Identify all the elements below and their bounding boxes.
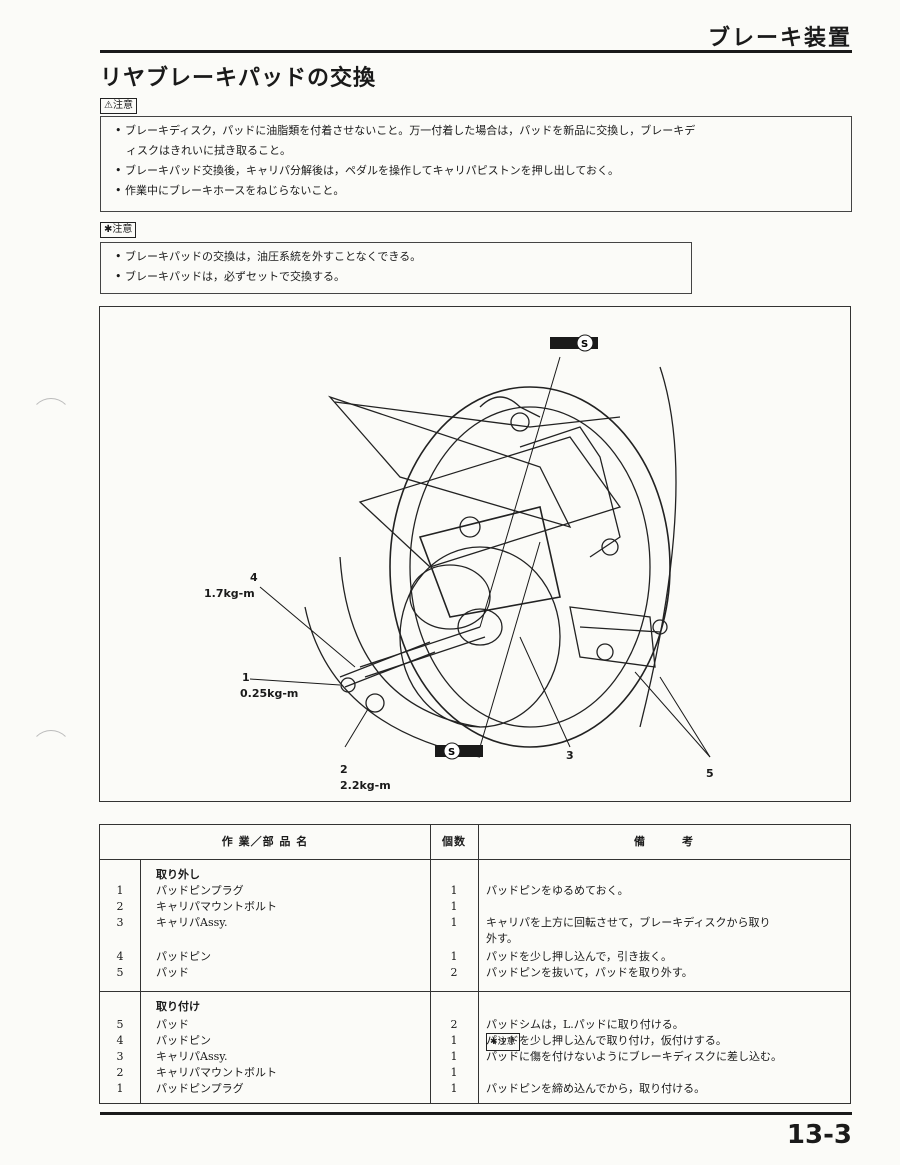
table-row: 4 パッドピン 1 パッドを少し押し込んで，引き抜く。 — [100, 949, 850, 965]
row-number: 5 — [116, 966, 124, 979]
row-remark: パッドに傷を付けないようにブレーキディスクに差し込む。 — [486, 1050, 783, 1063]
callout-number: 2 — [340, 763, 348, 776]
table-row: 3 キャリパAssy. 1 パッドに傷を付けないようにブレーキディスクに差し込む… — [100, 1049, 850, 1065]
row-number: 2 — [116, 1066, 124, 1079]
punch-hole-mark — [30, 730, 72, 772]
callout-torque: 0.25kg-m — [240, 687, 299, 700]
top-rule — [100, 50, 852, 53]
grease-symbol-label: S — [581, 339, 588, 350]
caution-box: • ブレーキディスク，パッドに油脂類を付着させないこと。万一付着した場合は，パッ… — [100, 116, 852, 212]
callout-number: 3 — [566, 749, 574, 762]
note-box: • ブレーキパッドの交換は，油圧系統を外すことなくできる。 • ブレーキパッドは… — [100, 242, 692, 294]
row-part-name: パッド — [156, 966, 189, 979]
callout-number: 4 — [250, 571, 258, 584]
row-quantity: 1 — [450, 1050, 458, 1063]
table-column-line — [140, 859, 141, 1103]
row-part-name: パッドピン — [156, 950, 211, 963]
row-quantity: 1 — [450, 900, 458, 913]
row-quantity: 1 — [450, 916, 458, 929]
caution-badge: ⚠注意 — [100, 98, 137, 114]
table-row: 5 パッド 2 パッドシムは，L.パッドに取り付ける。 — [100, 1017, 850, 1033]
row-number: 4 — [116, 1034, 124, 1047]
figure-frame: S S 4 1.7kg-m 1 0.25kg-m 2 2.2kg-m 3 5 — [99, 306, 851, 802]
row-part-name: パッドピンプラグ — [156, 884, 244, 897]
row-part-name: キャリパマウントボルト — [156, 900, 277, 913]
caution-line: ィスクはきれいに拭き取ること。 — [115, 144, 291, 157]
callout-number: 1 — [242, 671, 250, 684]
table-row: 取り外し — [100, 867, 850, 883]
table-column-line — [478, 825, 479, 1103]
row-quantity: 1 — [450, 1082, 458, 1095]
row-quantity: 1 — [450, 1034, 458, 1047]
row-part-name: パッドピンプラグ — [156, 1082, 244, 1095]
row-remark: パッドピンを締め込んでから，取り付ける。 — [486, 1082, 706, 1095]
bottom-rule — [100, 1112, 852, 1115]
table-row: 1 パッドピンプラグ 1 パッドピンを締め込んでから，取り付ける。 — [100, 1081, 850, 1097]
caution-line: • ブレーキディスク，パッドに油脂類を付着させないこと。万一付着した場合は，パッ… — [115, 124, 696, 137]
table-divider — [100, 859, 850, 860]
group-title: 取り外し — [156, 868, 200, 881]
note-badge: ✱注意 — [486, 1033, 520, 1051]
row-remark: キャリパを上方に回転させて，ブレーキディスクから取り — [486, 916, 771, 929]
header-remarks: 備 考 — [634, 835, 694, 848]
row-number: 1 — [116, 884, 124, 897]
grease-symbol-label: S — [448, 747, 455, 758]
table-row: 3 キャリパAssy. 1 キャリパを上方に回転させて，ブレーキディスクから取り — [100, 915, 850, 931]
row-remark: パッドを少し押し込んで，引き抜く。 — [486, 950, 673, 963]
table-divider — [100, 991, 850, 992]
table-row: 1 パッドピンプラグ 1 パッドピンをゆるめておく。 — [100, 883, 850, 899]
row-number: 3 — [116, 1050, 124, 1063]
row-remark-continued: 外す。 — [486, 932, 518, 945]
row-quantity: 2 — [450, 1018, 458, 1031]
caution-line: • ブレーキパッド交換後，キャリパ分解後は，ペダルを操作してキャリパピストンを押… — [115, 164, 619, 177]
row-number: 5 — [116, 1018, 124, 1031]
row-part-name: キャリパAssy. — [156, 916, 228, 929]
row-number: 1 — [116, 1082, 124, 1095]
callout-torque: 1.7kg-m — [204, 587, 255, 600]
table-row: 4 パッドピン 1 ✱注意パッドを少し押し込んで取り付け，仮付けする。 — [100, 1033, 850, 1051]
row-number: 3 — [116, 916, 124, 929]
note-line: • ブレーキパッドは，必ずセットで交換する。 — [115, 270, 345, 283]
section-header: ブレーキ装置 — [707, 26, 852, 51]
row-remark: パッドシムは，L.パッドに取り付ける。 — [486, 1018, 684, 1031]
table-row: 取り付け — [100, 999, 850, 1015]
page-number: 13-3 — [786, 1120, 852, 1150]
table-row: 5 パッド 2 パッドピンを抜いて，パッドを取り外す。 — [100, 965, 850, 981]
group-title: 取り付け — [156, 1000, 200, 1013]
row-part-name: キャリパマウントボルト — [156, 1066, 277, 1079]
row-quantity: 2 — [450, 966, 458, 979]
note-line: • ブレーキパッドの交換は，油圧系統を外すことなくできる。 — [115, 250, 422, 263]
caution-line: • 作業中にブレーキホースをねじらないこと。 — [115, 184, 345, 197]
table-row: 外す。 — [100, 931, 850, 947]
callout-number: 5 — [706, 767, 714, 780]
row-remark-text: パッドを少し押し込んで取り付け，仮付けする。 — [486, 1034, 727, 1047]
row-quantity: 1 — [450, 1066, 458, 1079]
row-quantity: 1 — [450, 884, 458, 897]
row-quantity: 1 — [450, 950, 458, 963]
header-name: 作 業／部 品 名 — [221, 835, 309, 848]
parts-table: 作 業／部 品 名 個数 備 考 取り外し 1 パッドピンプラグ 1 パッドピン… — [99, 824, 851, 1104]
table-column-line — [430, 825, 431, 1103]
punch-hole-mark — [30, 398, 72, 440]
table-row: 2 キャリパマウントボルト 1 — [100, 1065, 850, 1081]
row-part-name: パッド — [156, 1018, 189, 1031]
row-remark: パッドピンを抜いて，パッドを取り外す。 — [486, 966, 693, 979]
row-remark: パッドピンをゆるめておく。 — [486, 884, 629, 897]
brake-caliper-illustration: S S — [249, 334, 711, 760]
row-number: 2 — [116, 900, 124, 913]
table-row: 2 キャリパマウントボルト 1 — [100, 899, 850, 915]
callout-torque: 2.2kg-m — [340, 779, 391, 792]
row-part-name: キャリパAssy. — [156, 1050, 228, 1063]
note-badge: ✱注意 — [100, 222, 137, 238]
row-part-name: パッドピン — [156, 1034, 211, 1047]
row-number: 4 — [116, 950, 124, 963]
header-qty: 個数 — [442, 835, 466, 848]
page-title: リヤブレーキパッドの交換 — [100, 66, 377, 91]
